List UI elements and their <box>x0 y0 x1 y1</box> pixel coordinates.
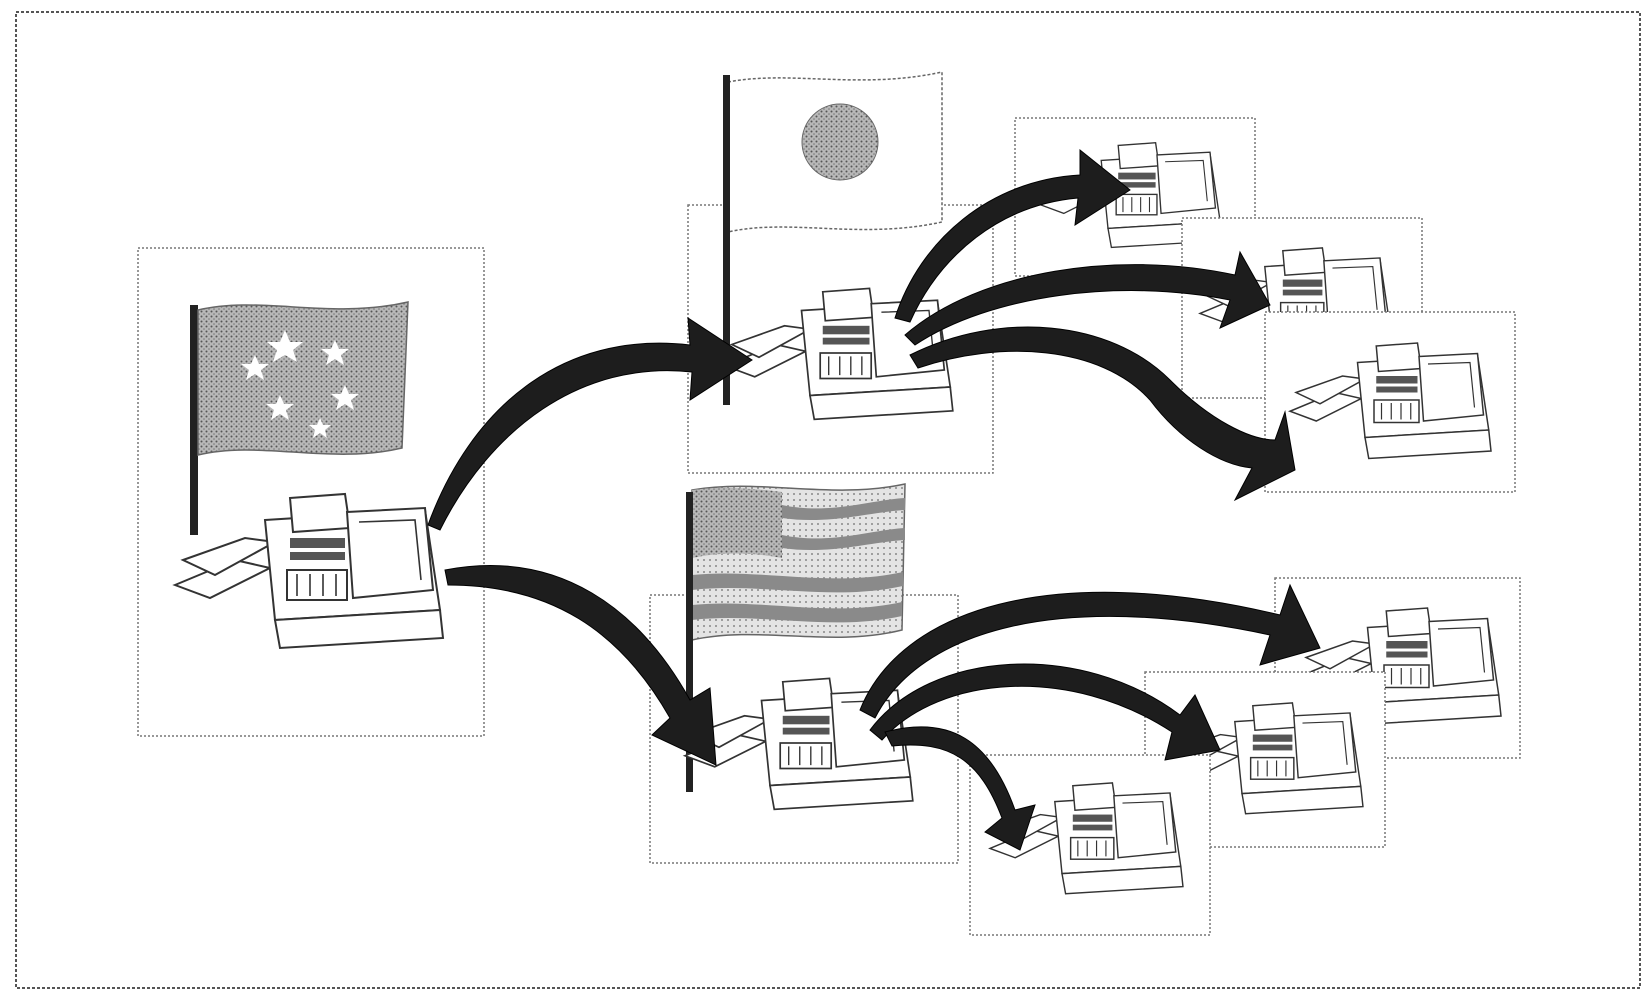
curved-arrow-icon <box>444 565 717 766</box>
destination-fax-group-lower <box>969 577 1521 936</box>
curved-arrow-icon <box>884 726 1036 851</box>
curved-arrow-icon <box>894 148 1131 323</box>
star-flag-icon <box>197 301 409 456</box>
flag-pole <box>190 305 198 535</box>
destination-fax-group-upper <box>1014 117 1516 493</box>
flag-stars <box>241 330 359 438</box>
curved-arrow-icon <box>427 317 753 531</box>
curved-arrow-icon <box>904 250 1271 346</box>
arrows <box>427 148 1321 851</box>
source-fax-group <box>137 247 485 737</box>
rising-sun <box>801 103 879 181</box>
curved-arrow-icon <box>909 326 1296 502</box>
curved-arrow-icon <box>859 583 1321 719</box>
curved-arrow-icon <box>869 663 1221 761</box>
flag-pole <box>723 75 730 405</box>
usa-flag-canton <box>692 487 782 558</box>
flag-pole <box>686 492 693 792</box>
usa-flag-stripes <box>692 498 905 623</box>
